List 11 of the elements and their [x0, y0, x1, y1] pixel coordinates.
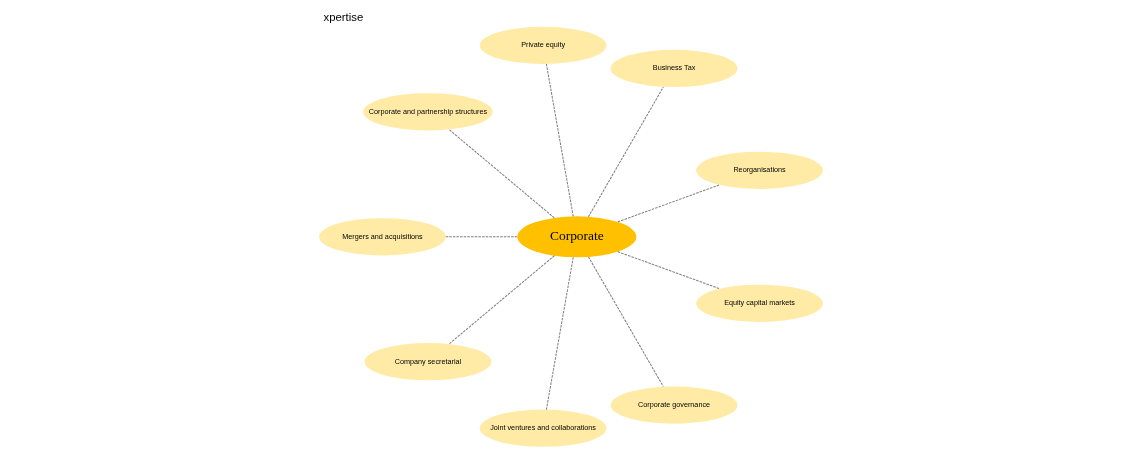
connector — [448, 255, 555, 345]
connector — [587, 86, 664, 218]
connector — [545, 63, 574, 217]
connector — [616, 184, 720, 223]
connector — [616, 251, 720, 290]
connector — [448, 129, 555, 219]
connector — [587, 256, 664, 388]
connector — [545, 256, 574, 411]
diagram-title: xpertise — [322, 11, 363, 24]
node-ellipse: Corporate — [516, 216, 636, 258]
connector — [444, 236, 518, 238]
